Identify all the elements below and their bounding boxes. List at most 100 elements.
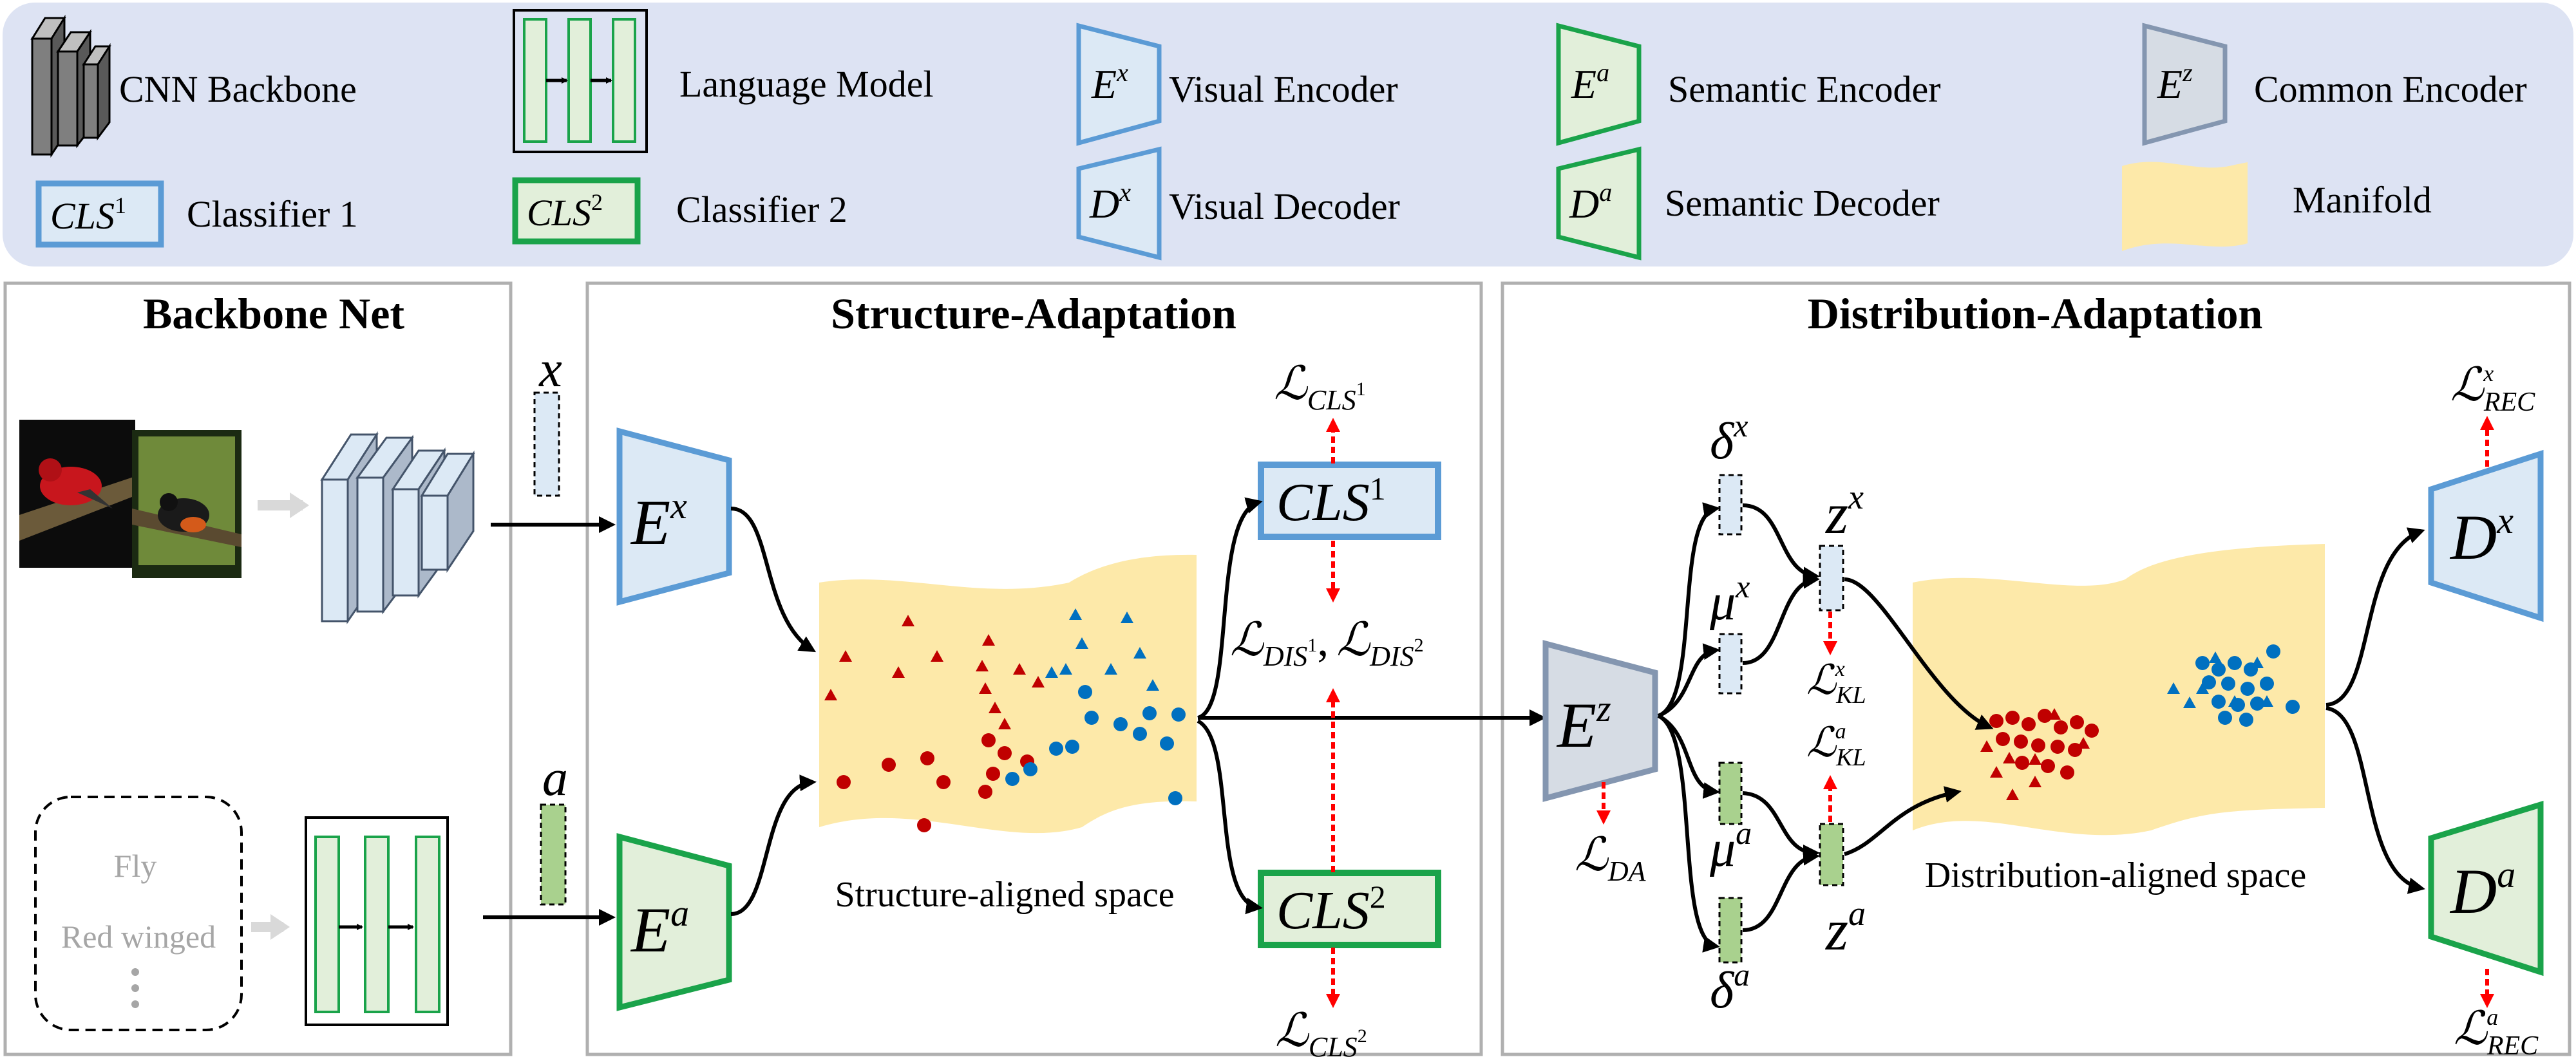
red-class-point — [917, 818, 931, 832]
blue-class-point — [2266, 644, 2280, 659]
ea-symbol: Ea — [630, 892, 689, 966]
ea-to-space-arrow — [730, 774, 817, 916]
legend-classifier2: Classifier 2 — [676, 189, 848, 230]
blue-class-point — [1023, 762, 1037, 776]
red-class-triangle — [2029, 753, 2041, 765]
semantic-decoder-da — [2428, 800, 2544, 977]
legend-classifier1: Classifier 1 — [187, 193, 358, 235]
semantic-encoder-icon — [1556, 23, 1642, 146]
red-class-triangle — [931, 650, 943, 662]
blue-class-triangle — [1121, 612, 1133, 623]
red-class-point — [1996, 732, 2010, 746]
legend-visual-decoder-symbol: Dx — [1089, 178, 1131, 227]
common-encoder-ez — [1542, 640, 1658, 802]
da-symbol: Da — [2449, 854, 2515, 927]
blue-class-triangle — [2167, 682, 2180, 694]
legend-classifier2-symbol: CLS2 — [527, 189, 603, 234]
cls1-symbol: CLS1 — [1276, 471, 1386, 532]
ez-to-delta-a-arrow — [1657, 714, 1720, 953]
classifier1-box — [1258, 462, 1441, 540]
mu-a-vector — [1718, 762, 1743, 825]
red-class-point — [978, 785, 992, 799]
blue-class-triangle — [1133, 647, 1146, 659]
red-class-triangle — [2029, 776, 2041, 787]
distribution-points-red — [1980, 708, 2099, 800]
red-class-triangle — [1990, 766, 2003, 778]
blue-class-point — [2195, 656, 2210, 670]
semantic-feature-vector — [540, 803, 567, 906]
loss-kla: ℒKLa — [1806, 720, 1866, 771]
red-class-point — [2031, 738, 2045, 753]
red-class-triangle — [1013, 663, 1026, 675]
bird-image-2 — [132, 430, 242, 578]
semantic-encoder-ea — [616, 833, 732, 1011]
blue-class-point — [1168, 791, 1182, 805]
legend-visual-encoder-symbol: Ex — [1091, 58, 1128, 107]
visual-decoder-icon — [1076, 146, 1162, 261]
structure-space-label: Structure-aligned space — [835, 875, 1174, 915]
blue-class-point — [1133, 727, 1147, 741]
blue-class-point — [1005, 772, 1019, 786]
visual-decoder-dx — [2428, 449, 2544, 622]
mu-x-vector — [1718, 633, 1743, 695]
blue-class-triangle — [2196, 682, 2209, 694]
panel-distribution — [1501, 281, 2571, 1056]
legend-cnn-backbone: CNN Backbone — [119, 68, 357, 110]
ex-symbol: Ex — [630, 485, 687, 558]
red-class-point — [2022, 717, 2036, 731]
blue-class-point — [1142, 706, 1157, 720]
red-class-triangle — [989, 702, 1001, 713]
loss-rec-x: ℒRECx — [2450, 359, 2535, 417]
visual-encoder-icon — [1076, 23, 1162, 146]
legend-semantic-encoder: Semantic Encoder — [1668, 68, 1941, 110]
blue-class-point — [2250, 697, 2264, 711]
loss-dis: ℒDIS1,ℒDIS2 — [1230, 614, 1424, 672]
red-class-point — [998, 746, 1012, 760]
title-backbone: Backbone Net — [143, 289, 404, 338]
red-class-triangle — [892, 666, 905, 678]
red-class-point — [2054, 720, 2068, 734]
attribute-words-box: Fly Red winged — [34, 796, 243, 1031]
za-label: za — [1824, 894, 1866, 962]
legend-manifold: Manifold — [2293, 179, 2432, 221]
space-to-da-arrow — [2325, 706, 2425, 894]
semantic-decoder-icon — [1556, 146, 1642, 261]
zx-label: zx — [1824, 478, 1864, 546]
blue-class-triangle — [1069, 608, 1082, 620]
legend-language-model: Language Model — [679, 63, 934, 105]
loss-klx: ℒKLx — [1806, 657, 1866, 709]
red-class-triangle — [2006, 789, 2019, 800]
loss-rec-a: ℒRECa — [2454, 1003, 2539, 1057]
blue-class-triangle — [2228, 695, 2241, 707]
red-class-triangle — [2003, 752, 2016, 763]
visual-encoder-ex — [616, 427, 732, 606]
language-model-icon — [513, 9, 648, 153]
red-class-point — [2005, 711, 2020, 725]
word-red-winged: Red winged — [61, 919, 216, 955]
bird-image-1 — [19, 420, 135, 568]
dx-symbol: Dx — [2449, 500, 2514, 573]
loss-da: ℒDA — [1575, 829, 1647, 887]
blue-class-point — [1084, 711, 1099, 725]
blue-class-point — [1113, 717, 1128, 731]
space-to-cls1-arrow — [1197, 497, 1263, 720]
legend-classifier1-symbol: CLS1 — [50, 192, 126, 237]
red-class-point — [2014, 734, 2028, 749]
red-class-triangle — [1032, 676, 1045, 688]
title-distribution: Distribution-Adaptation — [1808, 289, 2263, 338]
za-vector — [1819, 823, 1844, 886]
blue-class-point — [2221, 677, 2235, 691]
red-class-point — [1989, 714, 2003, 728]
zx-to-space-arrow — [1844, 577, 1994, 730]
delta-a-to-za-arrow — [1742, 848, 1820, 932]
zx-vector — [1819, 545, 1844, 612]
red-class-point — [920, 751, 934, 765]
label-x: x — [538, 341, 562, 398]
blue-class-triangle — [2260, 695, 2273, 707]
delta-a-label: δa — [1710, 957, 1750, 1019]
blue-class-point — [1171, 707, 1186, 722]
structure-aligned-manifold — [819, 554, 1197, 834]
visual-feature-vector — [533, 391, 560, 497]
ex-to-space-arrow — [730, 507, 817, 653]
red-class-point — [986, 767, 1000, 781]
